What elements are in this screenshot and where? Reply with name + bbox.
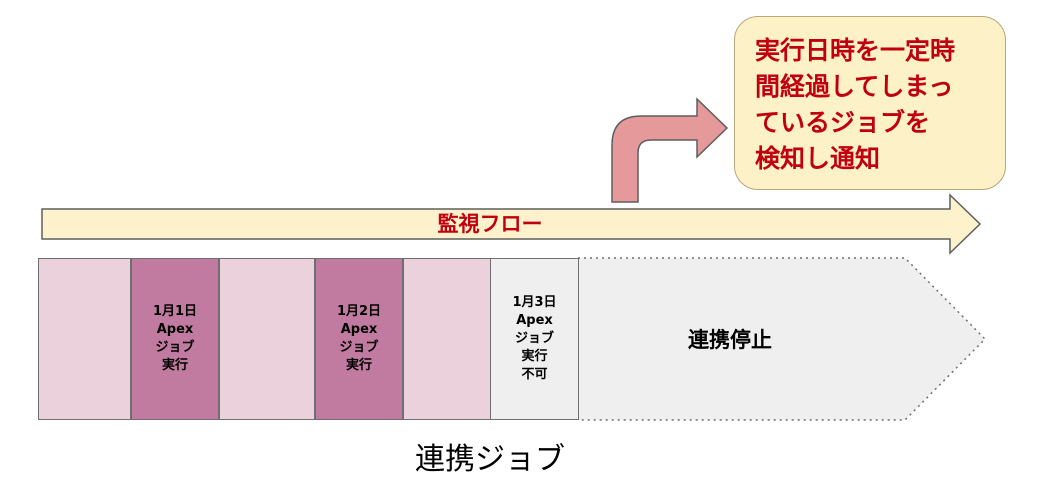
job-cell-empty (38, 258, 131, 420)
integration-stopped-label: 連携停止 (688, 328, 772, 352)
job-cell-text: 1月2日 (336, 304, 382, 319)
alert-callout: 実行日時を一定時 間経過してしまっ ているジョブを 検知し通知 (734, 16, 1006, 190)
job-cell-text: 実行 (345, 358, 372, 373)
stopped-section-arrow (577, 257, 987, 421)
callout-line: 間経過してしまっ (755, 72, 954, 101)
job-cell-jan3-failed: 1月3日 Apex ジョブ 実行 不可 (490, 258, 579, 420)
job-cell-empty (219, 258, 315, 420)
job-cell-jan2: 1月2日 Apex ジョブ 実行 (315, 258, 403, 420)
integration-job-caption: 連携ジョブ (415, 442, 565, 477)
job-cell-text: 不可 (521, 367, 548, 382)
callout-line: 実行日時を一定時 (755, 36, 956, 65)
job-cell-text: Apex (516, 313, 553, 328)
callout-line: 検知し通知 (755, 144, 881, 173)
monitoring-flow-arrow (41, 193, 982, 255)
job-cell-text: ジョブ (514, 331, 554, 346)
job-cell-text: 1月3日 (512, 295, 557, 310)
job-cell-text: ジョブ (155, 340, 195, 355)
turn-arrow (611, 97, 729, 203)
job-cell-text: ジョブ (339, 340, 379, 355)
job-cell-text: Apex (340, 322, 378, 337)
job-cell-text: 実行 (521, 349, 548, 364)
job-cell-empty (403, 258, 491, 420)
callout-line: ているジョブを (755, 108, 931, 137)
job-cell-jan1: 1月1日 Apex ジョブ 実行 (131, 258, 219, 420)
job-cell-text: Apex (156, 322, 194, 337)
job-cell-text: 1月1日 (152, 304, 198, 319)
job-cell-text: 実行 (161, 358, 188, 373)
monitoring-flow-label: 監視フロー (437, 212, 543, 236)
